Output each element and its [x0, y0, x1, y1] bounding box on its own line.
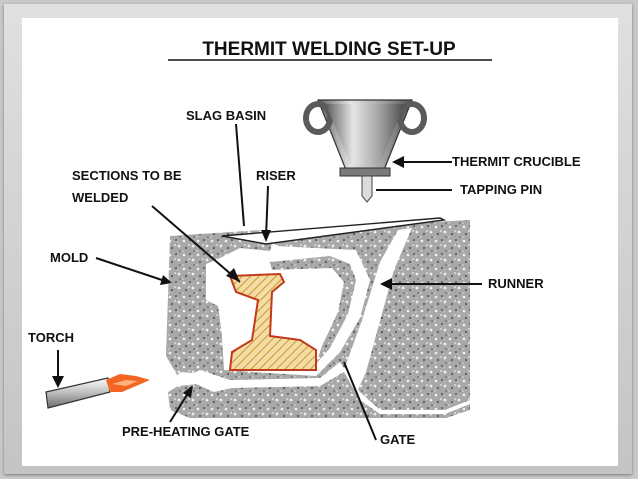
tapping-pin: [361, 175, 373, 203]
mold-top-lid: [221, 217, 447, 245]
slag-basin-leader: [235, 123, 245, 227]
label-riser: RISER: [256, 168, 296, 183]
mold-inner-wall: [270, 256, 356, 364]
mold-leader: [95, 257, 169, 283]
preheating-gate-leader: [169, 389, 191, 423]
label-slag-basin: SLAG BASIN: [186, 108, 266, 123]
runner-channel: [344, 228, 412, 394]
preheating-gate-opening: [166, 372, 214, 394]
gate-leader: [343, 361, 377, 441]
sections-leader: [151, 205, 241, 283]
label-preheating-gate: PRE-HEATING GATE: [122, 424, 250, 439]
label-sections-line1: SECTIONS TO BE: [72, 168, 182, 183]
thermit-crucible: [303, 99, 427, 177]
label-sections-line2: WELDED: [72, 190, 128, 205]
label-runner: RUNNER: [488, 276, 544, 291]
label-mold: MOLD: [50, 250, 88, 265]
sections-to-be-welded: [228, 272, 317, 371]
label-thermit-crucible: THERMIT CRUCIBLE: [452, 154, 581, 169]
label-torch: TORCH: [28, 330, 74, 345]
riser-leader: [265, 185, 269, 239]
label-gate: GATE: [380, 432, 415, 447]
diagram-title: THERMIT WELDING SET-UP: [202, 39, 456, 60]
mold-base: [168, 372, 470, 418]
label-tapping-pin: TAPPING PIN: [460, 182, 542, 197]
torch: [45, 374, 150, 409]
